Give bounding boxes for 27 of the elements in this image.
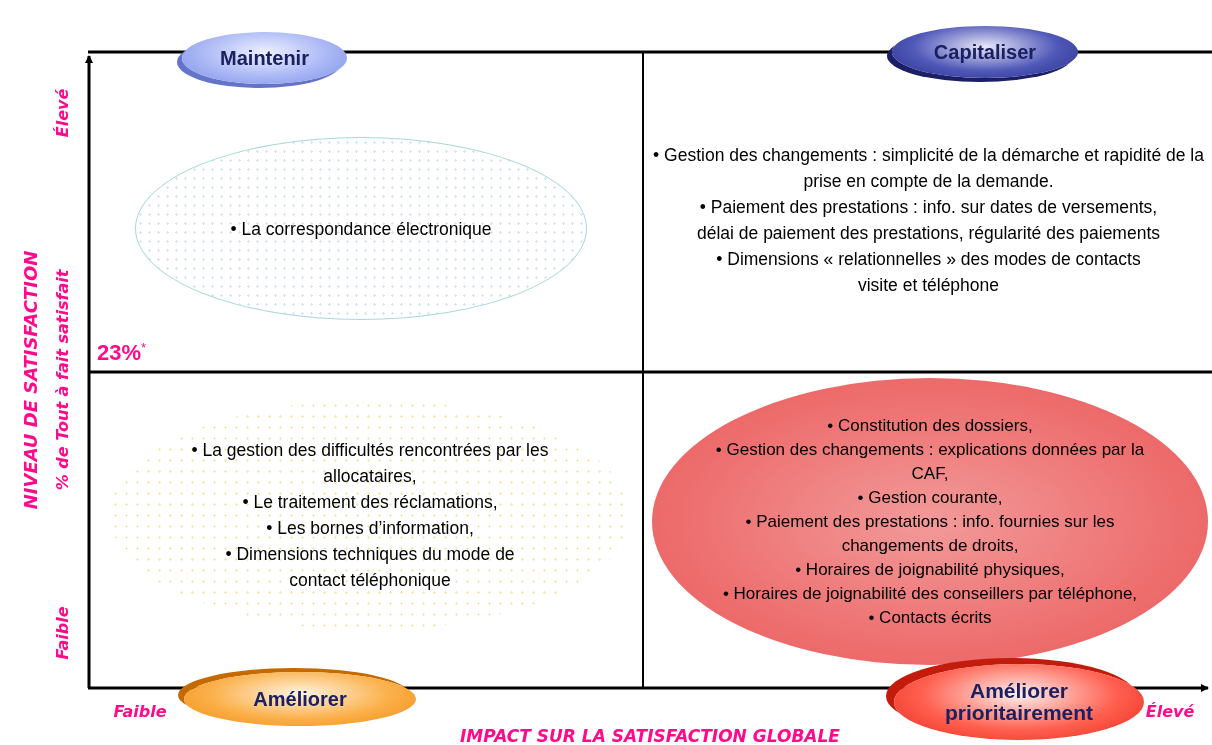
bullet-item: • Paiement des prestations : info. sur dates de versements, délai de paiement des prestations, régularité des paiements <box>695 196 1162 245</box>
bullet-item: • Gestion courante, <box>857 486 1003 509</box>
bullet-item: • La correspondance électronique <box>230 217 492 241</box>
bullet-item: • Dimensions techniques du mode de contact téléphonique <box>224 543 516 592</box>
axis-label: Faible <box>113 701 167 721</box>
quadrant-label: Améliorer prioritairement <box>943 679 1095 725</box>
quadrant-label: Améliorer <box>253 688 347 710</box>
bullet-item: • Contacts écrits <box>868 606 992 629</box>
axis-label: Faible <box>52 606 72 660</box>
bullet-item: • Horaires de joignabilité physiques, <box>795 558 1065 581</box>
threshold-value: 23%$^{*}$ <box>97 340 147 367</box>
quadrant-label: Capitaliser <box>933 41 1037 63</box>
axis-subtitle: % de Tout à fait satisfait <box>52 269 72 491</box>
axis-title: NIVEAU DE SATISFACTION <box>19 250 41 510</box>
quadrant-label: Maintenir <box>220 47 309 69</box>
bullet-item: • Gestion des changements : explications données par la CAF, <box>714 438 1146 485</box>
bullet-item: • Constitution des dossiers, <box>827 414 1033 437</box>
bullet-item: • Le traitement des réclamations, <box>242 491 498 514</box>
bullet-item: • Dimensions « relationnelles » des modes de contacts visite et téléphone <box>715 248 1142 297</box>
bullet-item: • Paiement des prestations : info. fournies sur les changements de droits, <box>744 510 1116 557</box>
axis-title: IMPACT SUR LA SATISFACTION GLOBALE <box>460 726 840 745</box>
bullet-item: • La gestion des difficultés rencontrées par les allocataires, <box>190 439 550 488</box>
axis-label: Élevé <box>52 88 72 138</box>
axis-label: Élevé <box>1145 701 1195 721</box>
bullet-item: • Gestion des changements : simplicité de la démarche et rapidité de la prise en compte de la demande. <box>652 144 1205 193</box>
bullet-item: • Horaires de joignabilité des conseillers par téléphone, <box>722 582 1138 605</box>
bullet-item: • Les bornes d’information, <box>266 517 474 540</box>
